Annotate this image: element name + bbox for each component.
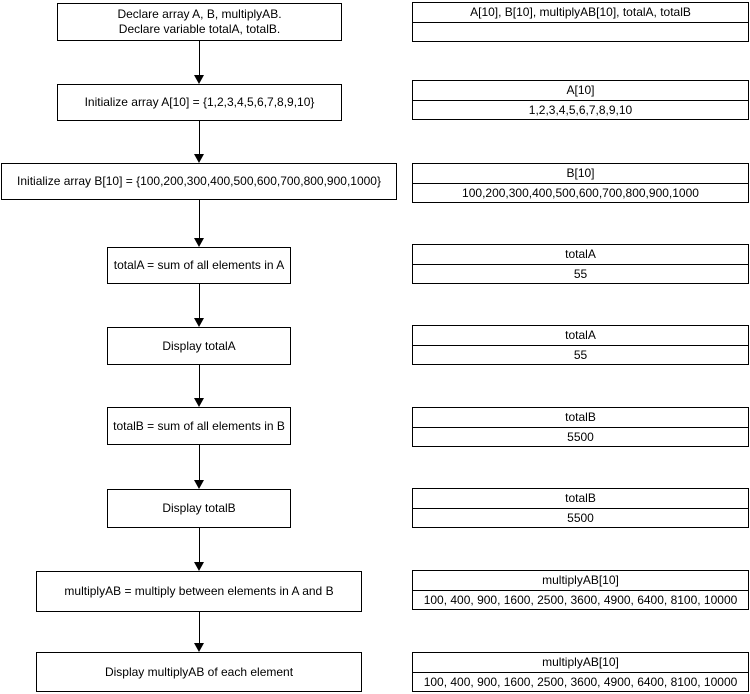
state-table-value: 1,2,3,4,5,6,7,8,9,10: [528, 102, 633, 117]
arrow-line: [198, 41, 200, 77]
flow-step-label: Declare array A, B, multiplyAB. Declare …: [117, 7, 282, 36]
state-table-value: 100,200,300,400,500,600,700,800,900,1000: [462, 185, 699, 200]
state-table-array-b: B[10] 100,200,300,400,500,600,700,800,90…: [412, 163, 749, 203]
state-table-header: totalA: [413, 245, 748, 265]
state-table-value: 5500: [567, 429, 594, 444]
state-table-header: A[10]: [413, 81, 748, 101]
arrow-line: [198, 121, 200, 156]
state-table-array-a: A[10] 1,2,3,4,5,6,7,8,9,10: [412, 80, 749, 120]
state-table-multiplyab-computed: multiplyAB[10] 100, 400, 900, 1600, 2500…: [412, 570, 749, 610]
flow-step-sum-b: totalB = sum of all elements in B: [107, 407, 291, 445]
flow-step-label: Display multiplyAB of each element: [104, 664, 294, 679]
state-table-totala-displayed: totalA 55: [412, 325, 749, 365]
state-table-value: 55: [573, 347, 588, 362]
flow-arrow-7: [193, 528, 205, 571]
flow-step-multiply-ab: multiplyAB = multiply between elements i…: [36, 571, 362, 612]
arrow-head-icon: [194, 238, 204, 247]
state-table-header: totalB: [413, 489, 748, 509]
state-table-declared-vars: A[10], B[10], multiplyAB[10], totalA, to…: [412, 2, 749, 42]
state-table-totalb-computed: totalB 5500: [412, 407, 749, 447]
arrow-line: [198, 200, 200, 240]
arrow-head-icon: [194, 398, 204, 407]
flow-step-init-array-a: Initialize array A[10] = {1,2,3,4,5,6,7,…: [57, 84, 342, 121]
state-table-header: totalB: [413, 408, 748, 428]
flow-step-label: Display totalB: [162, 501, 236, 515]
state-table-value: 100, 400, 900, 1600, 2500, 3600, 4900, 6…: [423, 592, 738, 607]
flow-arrow-6: [193, 445, 205, 489]
state-table-header: A[10], B[10], multiplyAB[10], totalA, to…: [413, 3, 748, 23]
arrow-line: [198, 445, 200, 482]
state-table-header: multiplyAB[10]: [413, 653, 748, 673]
flow-step-label: Display totalA: [162, 338, 236, 353]
arrow-line: [198, 284, 200, 320]
arrow-line: [198, 528, 200, 564]
flow-step-display-totala: Display totalA: [107, 327, 291, 365]
arrow-head-icon: [194, 75, 204, 84]
flow-step-init-array-b: Initialize array B[10] = {100,200,300,40…: [1, 163, 397, 200]
flow-step-sum-a: totalA = sum of all elements in A: [107, 247, 291, 284]
flow-arrow-3: [193, 200, 205, 247]
flow-step-label: multiplyAB = multiply between elements i…: [64, 584, 334, 598]
arrow-head-icon: [194, 480, 204, 489]
state-table-value: 100, 400, 900, 1600, 2500, 3600, 4900, 6…: [423, 674, 738, 689]
arrow-line: [198, 612, 200, 645]
flow-arrow-1: [193, 41, 205, 84]
arrow-head-icon: [194, 562, 204, 571]
state-table-header: totalA: [413, 326, 748, 346]
flow-arrow-8: [193, 612, 205, 652]
flow-step-label: Initialize array B[10] = {100,200,300,40…: [17, 174, 381, 188]
flow-step-display-multiplyab: Display multiplyAB of each element: [36, 652, 362, 692]
flow-step-label: totalA = sum of all elements in A: [113, 258, 285, 272]
flow-step-display-totalb: Display totalB: [107, 489, 291, 528]
flow-step-declare-variables: Declare array A, B, multiplyAB. Declare …: [57, 3, 342, 41]
state-table-header: B[10]: [413, 164, 748, 184]
state-table-header: multiplyAB[10]: [413, 571, 748, 591]
state-table-totala-computed: totalA 55: [412, 244, 749, 284]
state-table-totalb-displayed: totalB 5500: [412, 488, 749, 528]
state-table-value: [413, 23, 748, 42]
flow-step-label: Initialize array A[10] = {1,2,3,4,5,6,7,…: [84, 95, 315, 109]
arrow-line: [198, 365, 200, 400]
arrow-head-icon: [194, 154, 204, 163]
arrow-head-icon: [194, 643, 204, 652]
flow-step-label: totalB = sum of all elements in B: [113, 418, 285, 433]
flow-arrow-5: [193, 365, 205, 407]
flow-arrow-2: [193, 121, 205, 163]
state-table-multiplyab-displayed: multiplyAB[10] 100, 400, 900, 1600, 2500…: [412, 652, 749, 692]
state-table-value: 5500: [567, 510, 594, 525]
flow-arrow-4: [193, 284, 205, 327]
state-table-value: 55: [573, 266, 588, 281]
arrow-head-icon: [194, 318, 204, 327]
